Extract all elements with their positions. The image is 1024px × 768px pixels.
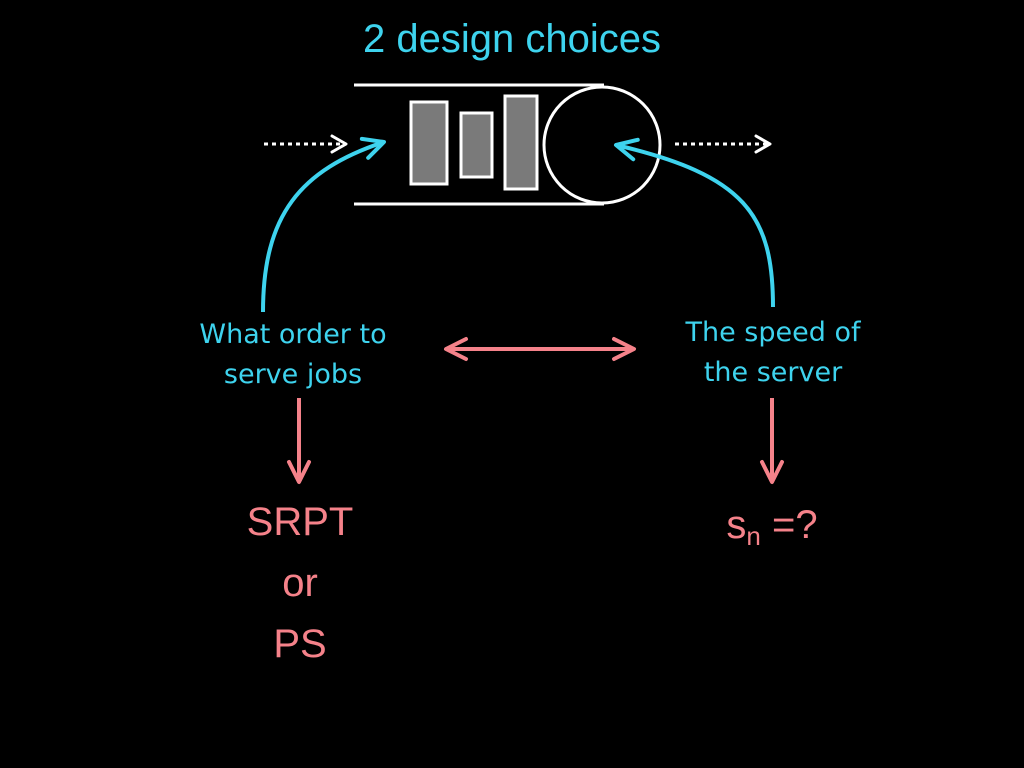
queue-job [409,100,449,186]
speed-question: =? [760,503,818,547]
order-choice-arrow [261,136,386,313]
server-circle [542,85,662,205]
speed-symbol: s [726,503,747,547]
queue-job [503,94,539,191]
order-answer-line: or [282,561,318,605]
order-choice-label-line: What order to [199,319,387,350]
queue-jobs [409,94,539,191]
queue-buffer [354,83,604,206]
speed-choice-label-line: the server [703,357,843,388]
queue-job [459,111,494,179]
order-choice-label: What order to serve jobs [160,315,426,395]
order-answer: SRPT or PS [200,492,400,675]
speed-choice-label: The speed of the server [640,313,906,393]
speed-choice-label-line: The speed of [685,317,861,348]
order-answer-line: PS [273,622,327,666]
speed-answer: sn =? [672,500,872,550]
slide-title: 2 design choices [363,17,661,61]
speed-subscript: n [746,521,761,551]
order-answer-line: SRPT [246,500,354,544]
order-choice-label-line: serve jobs [223,359,363,390]
speed-choice-arrow [614,137,775,308]
